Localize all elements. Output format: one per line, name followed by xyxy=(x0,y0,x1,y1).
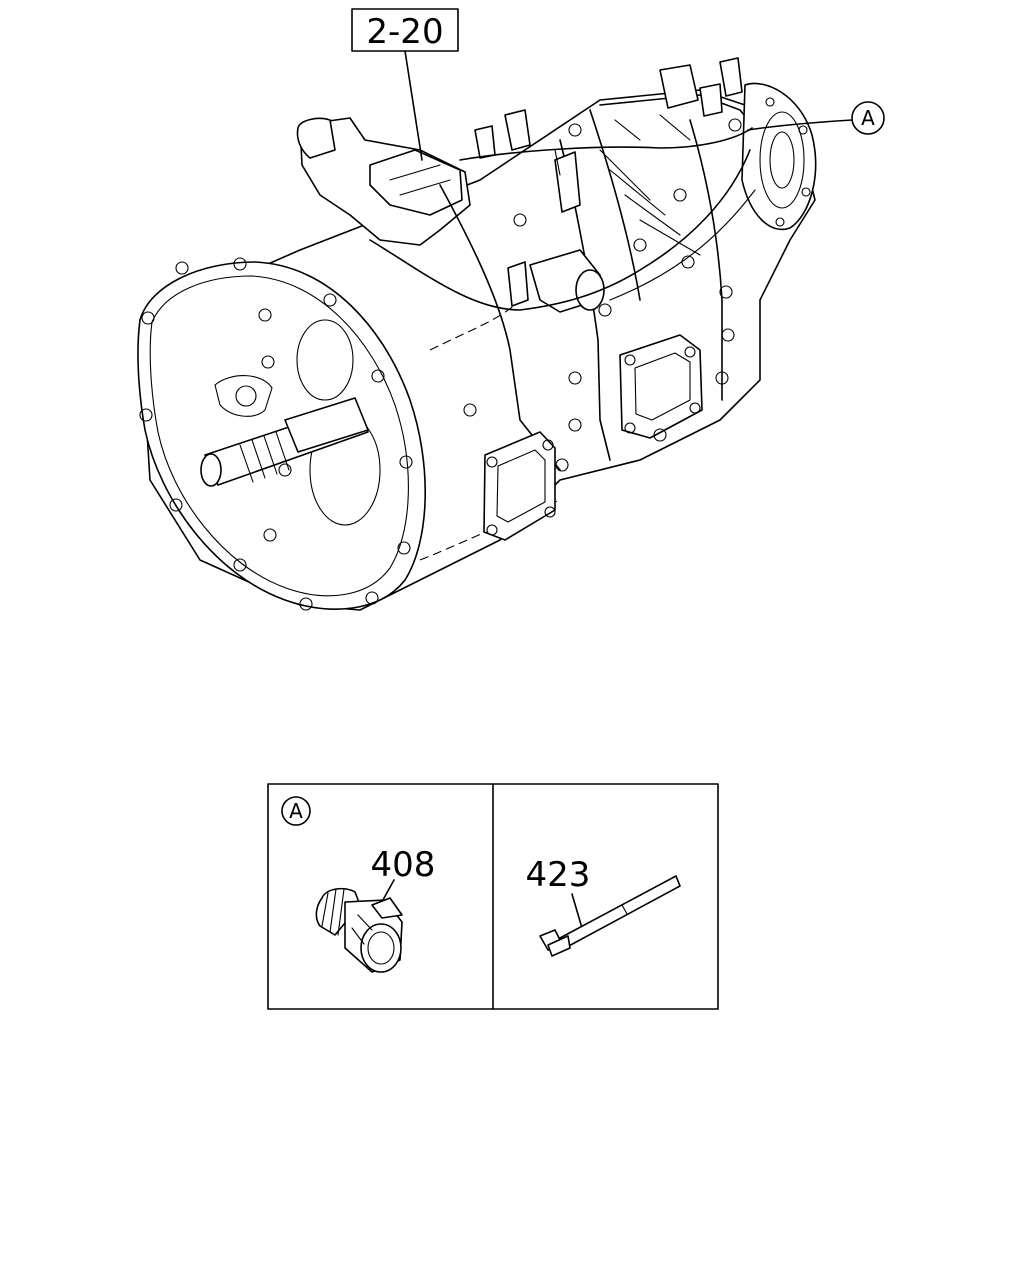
shift-tower xyxy=(296,117,471,246)
detail-callout-a: A xyxy=(747,101,885,135)
cover-plate-right xyxy=(619,334,703,439)
part-423-label: 423 xyxy=(526,855,591,895)
detail-cell-right: 423 xyxy=(526,855,681,957)
part-408-label: 408 xyxy=(371,845,436,885)
input-shaft xyxy=(200,397,369,487)
detail-marker-label: A xyxy=(861,106,875,130)
cable-tie-part xyxy=(539,875,681,957)
sensor-cluster xyxy=(659,57,743,132)
output-flange xyxy=(741,82,817,231)
cover-plate-left xyxy=(483,431,556,541)
assembly-ref-label: 2-20 xyxy=(366,12,443,52)
pressure-switch-part xyxy=(315,887,403,973)
detail-cell-left: A 408 xyxy=(281,796,436,973)
shift-actuator xyxy=(474,109,605,313)
assembly-callout: 2-20 xyxy=(351,8,459,161)
wiring-harness xyxy=(369,127,756,311)
detail-panel: A 408 423 xyxy=(267,783,719,1010)
transmission-assembly xyxy=(137,57,817,611)
detail-panel-marker: A xyxy=(289,799,303,823)
